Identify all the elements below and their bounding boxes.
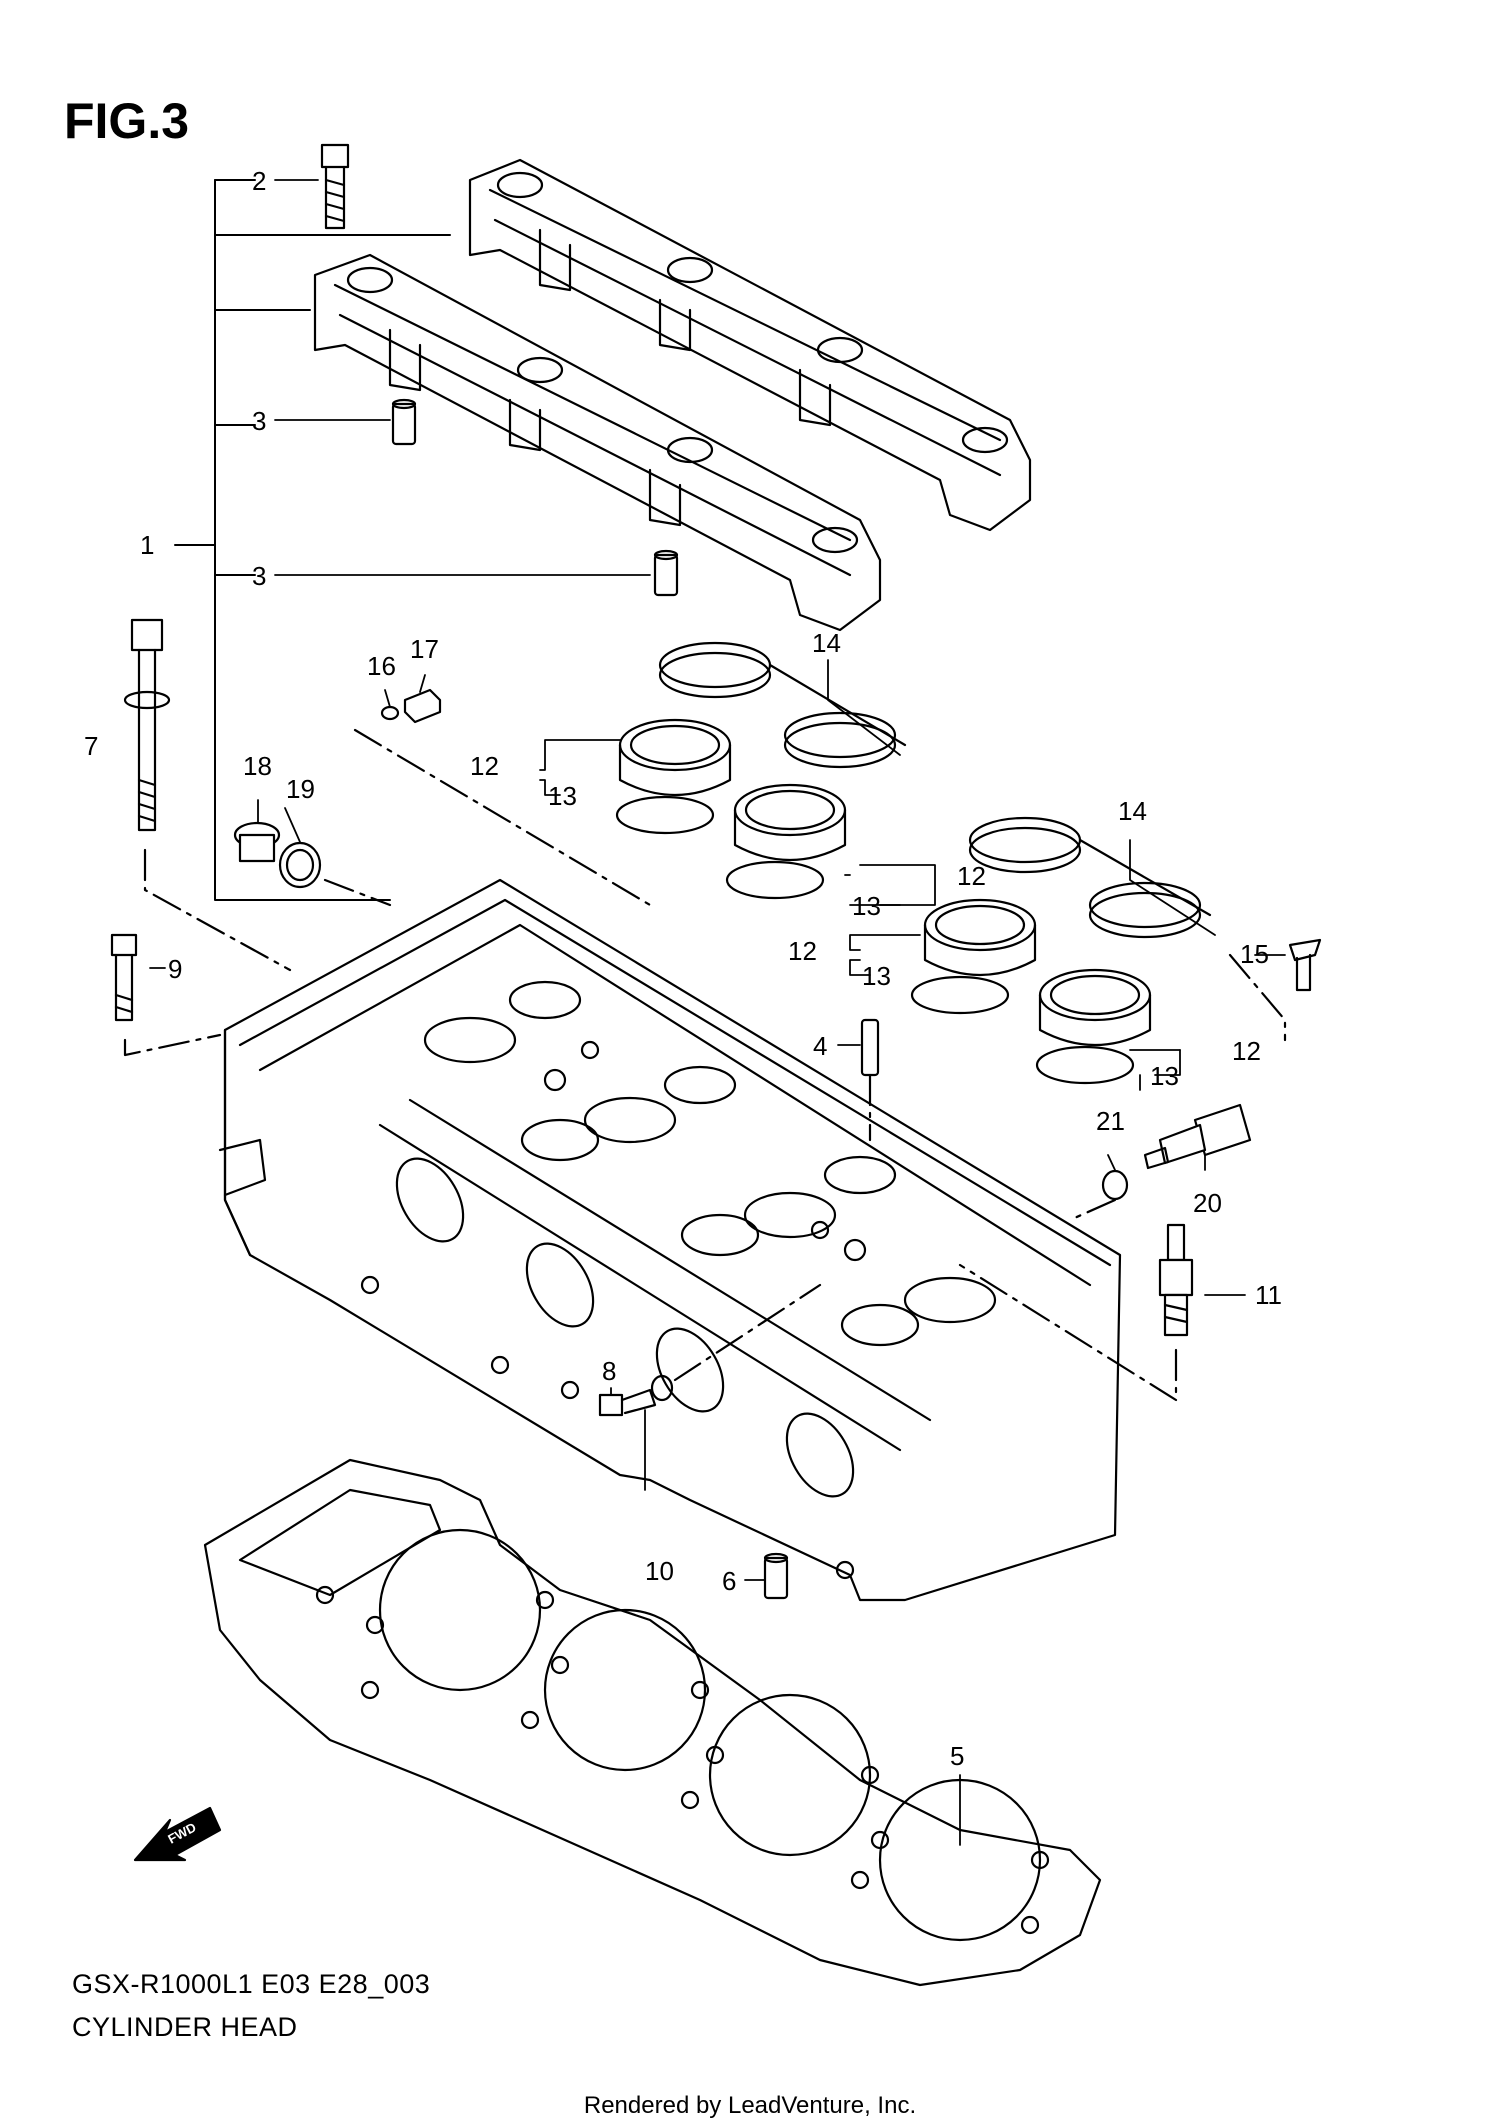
washer-21 xyxy=(1101,1169,1129,1201)
spark-plug-11 xyxy=(1158,1223,1194,1337)
render-credit: Rendered by LeadVenture, Inc. xyxy=(583,2092,917,2119)
stud-bolt-7 xyxy=(123,618,171,832)
bolt-2 xyxy=(320,143,350,230)
callout-8: 8 xyxy=(602,1356,616,1386)
callout-6: 6 xyxy=(722,1566,736,1596)
callout-21: 21 xyxy=(1096,1106,1125,1136)
o-ring-13d xyxy=(1035,1045,1135,1085)
callout-2: 2 xyxy=(252,166,266,196)
callout-13d: 13 xyxy=(1150,1061,1179,1091)
o-ring-13a xyxy=(615,795,715,835)
part-name: CYLINDER HEAD xyxy=(72,2012,298,2042)
intake-pipe-12a xyxy=(618,718,732,796)
callout-16: 16 xyxy=(367,651,396,681)
callout-20: 20 xyxy=(1193,1188,1222,1218)
intake-pipe-12c xyxy=(923,898,1037,976)
callout-9: 9 xyxy=(168,954,182,984)
clamp-14-upper xyxy=(658,641,907,769)
dowel-pin-3-upper xyxy=(391,402,417,446)
intake-pipe-12d xyxy=(1038,968,1152,1046)
callout-14a: 14 xyxy=(812,628,841,658)
o-ring-19 xyxy=(278,841,322,889)
clamp-14-lower xyxy=(968,816,1212,939)
callout-13a: 13 xyxy=(548,781,577,811)
bolt-8 xyxy=(598,1388,657,1417)
fwd-arrow-icon xyxy=(133,1806,222,1862)
callout-12b: 12 xyxy=(957,861,986,891)
callout-12d: 12 xyxy=(1232,1036,1261,1066)
intake-pipe-12b xyxy=(733,783,847,861)
camshaft-holder-rear xyxy=(468,158,1032,532)
model-code: GSX-R1000L1 E03 E28_003 xyxy=(72,1969,431,1999)
callout-13c: 13 xyxy=(862,961,891,991)
callout-1: 1 xyxy=(140,530,154,560)
fitting-17 xyxy=(403,688,442,724)
callout-17: 17 xyxy=(410,634,439,664)
callout-5: 5 xyxy=(950,1741,964,1771)
screw-15 xyxy=(1288,938,1322,992)
o-ring-13c xyxy=(910,975,1010,1015)
callout-18: 18 xyxy=(243,751,272,781)
callout-12a: 12 xyxy=(470,751,499,781)
callout-7: 7 xyxy=(84,731,98,761)
dowel-pin-3-lower xyxy=(653,553,679,597)
callout-10: 10 xyxy=(645,1556,674,1586)
callout-12c: 12 xyxy=(788,936,817,966)
callout-4: 4 xyxy=(813,1031,827,1061)
fig-title: FIG.3 xyxy=(64,93,190,149)
callout-15: 15 xyxy=(1240,939,1269,969)
leader-lines xyxy=(149,179,1286,1846)
callout-13b: 13 xyxy=(852,891,881,921)
plug-18 xyxy=(233,821,281,863)
callout-11: 11 xyxy=(1255,1280,1282,1310)
callout-labels: 1 2 3 3 4 5 6 7 8 9 10 11 12 12 12 12 13… xyxy=(84,166,1282,1771)
assembly-1-bracket xyxy=(174,179,451,901)
bolt-9 xyxy=(110,933,138,1022)
temp-sensor-20 xyxy=(1143,1103,1252,1170)
washer-10 xyxy=(650,1374,674,1402)
dowel-pin-6 xyxy=(763,1556,789,1600)
pin-4 xyxy=(860,1018,880,1077)
cylinder-head-body xyxy=(218,878,1122,1602)
callout-14b: 14 xyxy=(1118,796,1147,826)
callout-3-upper: 3 xyxy=(252,406,266,436)
callout-19: 19 xyxy=(286,774,315,804)
callout-3-lower: 3 xyxy=(252,561,266,591)
washer-16 xyxy=(380,705,400,721)
o-ring-13b xyxy=(725,860,825,900)
camshaft-holder-front xyxy=(313,253,882,632)
